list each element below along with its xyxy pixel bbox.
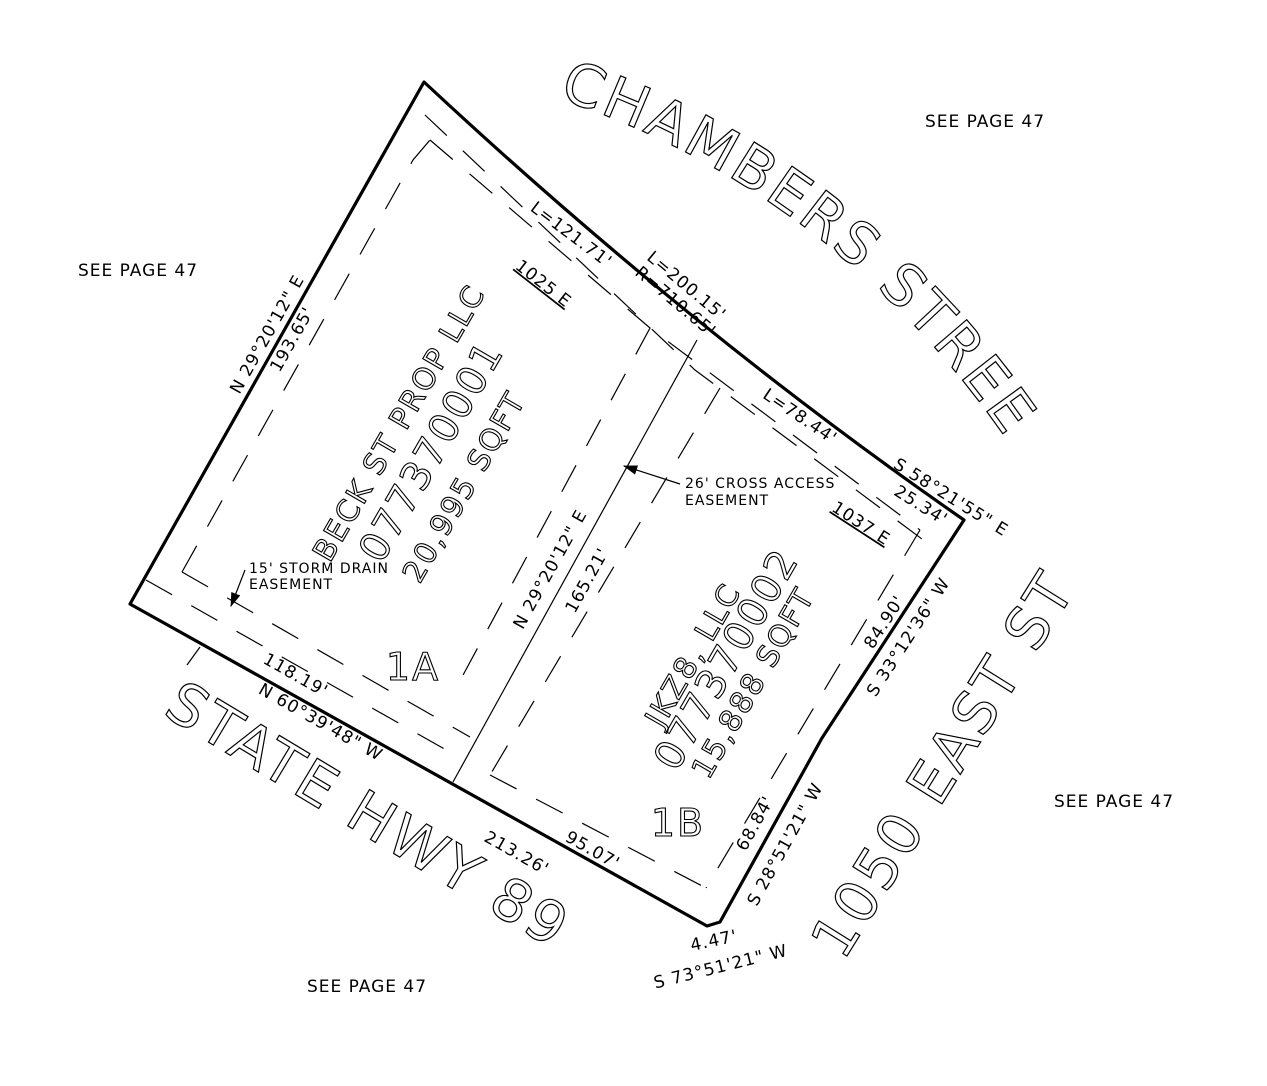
lot-1a-label: 1A <box>386 645 440 689</box>
storm-drain-leader <box>230 569 246 608</box>
lot-1a-address: 1025 E <box>511 256 575 312</box>
street-name-south: STATE HWY 89 <box>154 668 582 962</box>
cross-access-note-line1: 26' CROSS ACCESS <box>685 476 835 492</box>
see-page-left[interactable]: SEE PAGE 47 <box>78 261 198 281</box>
see-page-top-right[interactable]: SEE PAGE 47 <box>925 112 1045 132</box>
arc-1b-length: L=78.44' <box>759 385 841 449</box>
lot-divider-line <box>452 339 698 783</box>
hwy-tick <box>186 646 201 666</box>
street-name-east: 1050 EAST ST <box>797 559 1089 969</box>
east-lower-bearing: S 28°51'21" W <box>744 780 828 910</box>
east-lower-length: 68.84' <box>732 793 778 855</box>
cross-access-leader <box>622 465 681 485</box>
see-page-right[interactable]: SEE PAGE 47 <box>1054 792 1174 812</box>
lot-1b-label: 1B <box>651 801 705 845</box>
street-name-north: CHAMBERS STREET <box>0 0 1050 447</box>
easement-lines <box>145 114 931 889</box>
storm-drain-note-line2: EASEMENT <box>249 577 333 593</box>
lot-1b-address: 1037 E <box>828 498 894 550</box>
cross-access-note-line2: EASEMENT <box>685 493 769 509</box>
see-page-bottom[interactable]: SEE PAGE 47 <box>307 977 427 997</box>
storm-drain-note-line1: 15' STORM DRAIN <box>249 561 389 577</box>
sw-corner-length: 4.47' <box>689 926 740 955</box>
parcel-boundary <box>128 80 966 928</box>
